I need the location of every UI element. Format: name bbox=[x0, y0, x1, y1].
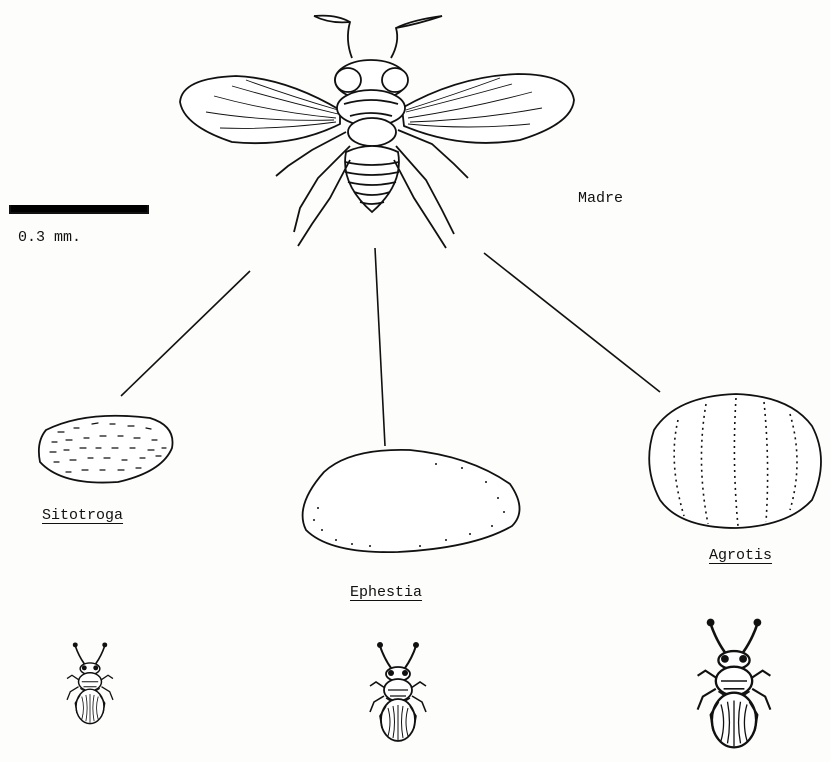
offspring-sitotroga-icon bbox=[67, 642, 113, 723]
scale-bar bbox=[10, 205, 148, 213]
mother-label: Madre bbox=[578, 190, 623, 207]
host-label-sitotroga: Sitotroga bbox=[42, 507, 123, 524]
sitotroga-egg-icon bbox=[39, 416, 173, 483]
ephestia-egg-icon bbox=[303, 450, 520, 552]
mother-wasp-icon bbox=[180, 16, 574, 248]
agrotis-egg-icon bbox=[649, 394, 821, 528]
offspring-agrotis-icon bbox=[698, 619, 771, 748]
connector-line-left bbox=[121, 271, 250, 396]
host-label-ephestia: Ephestia bbox=[350, 584, 422, 601]
connector-line-right bbox=[484, 253, 660, 392]
host-label-agrotis: Agrotis bbox=[709, 547, 772, 564]
scale-bar-label: 0.3 mm. bbox=[18, 229, 81, 246]
connector-line-center bbox=[375, 248, 385, 446]
offspring-ephestia-icon bbox=[370, 642, 426, 741]
